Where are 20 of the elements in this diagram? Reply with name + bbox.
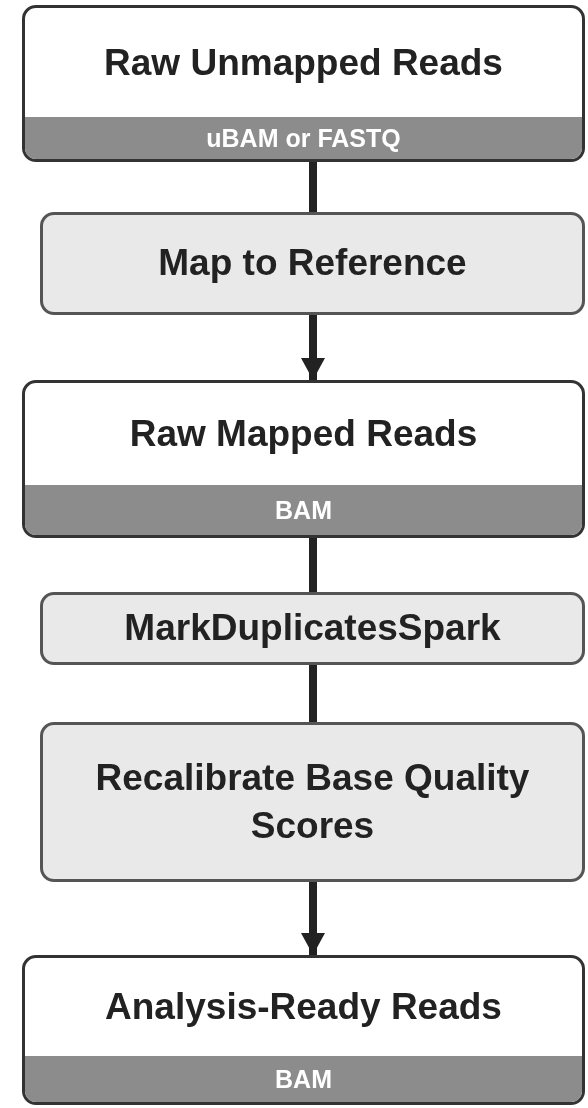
process-box <box>40 722 585 882</box>
box-title: Raw Mapped Reads <box>128 412 479 456</box>
process-label: MarkDuplicatesSpark <box>123 606 502 651</box>
data-box <box>22 955 585 1105</box>
connector-line <box>309 162 317 212</box>
format-band: uBAM or FASTQ <box>25 117 582 159</box>
connector-line <box>309 665 317 722</box>
connector-line <box>309 538 317 592</box>
box-title: Analysis-Ready Reads <box>104 985 503 1029</box>
process-box <box>40 592 585 665</box>
format-band: BAM <box>25 485 582 535</box>
process-label: Recalibrate Base Quality Scores <box>94 755 531 848</box>
box-title: Raw Unmapped Reads <box>103 40 504 85</box>
process-label: Map to Reference <box>157 241 468 286</box>
format-band: BAM <box>25 1056 582 1102</box>
arrow <box>301 315 325 380</box>
data-box <box>22 380 585 538</box>
process-box <box>40 212 585 315</box>
arrow <box>301 882 325 955</box>
data-box <box>22 5 585 162</box>
